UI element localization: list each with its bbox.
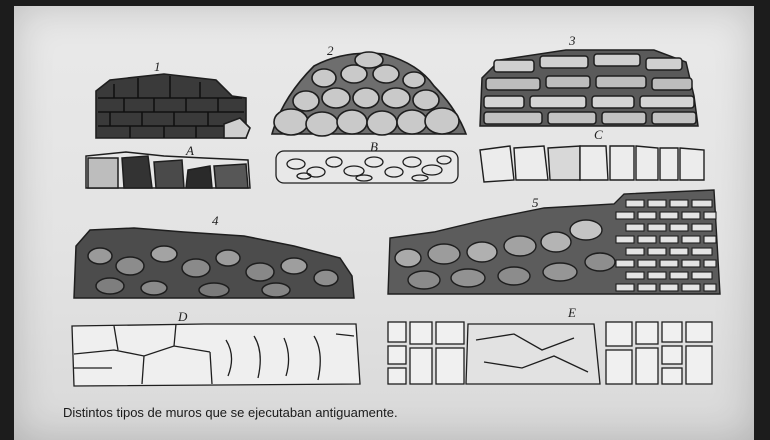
section-label-c: C — [594, 127, 603, 142]
wall-types-illustration — [71, 49, 721, 387]
wall-3-drawing — [479, 49, 699, 127]
wall-1-drawing — [95, 73, 251, 139]
book-page: 1 2 3 4 5 A B C D E Distintos tipos de m… — [14, 6, 754, 440]
wall-label-5: 5 — [532, 195, 539, 210]
section-label-d: D — [178, 309, 188, 324]
section-d-drawing — [71, 323, 361, 387]
section-label-b: B — [370, 139, 378, 154]
wall-5-drawing — [387, 189, 721, 295]
wall-label-4: 4 — [212, 213, 219, 228]
wall-2-drawing — [270, 51, 468, 137]
wall-label-1: 1 — [154, 59, 161, 74]
section-label-a: A — [186, 143, 194, 158]
section-label-e: E — [568, 305, 576, 320]
figure-caption: Distintos tipos de muros que se ejecutab… — [63, 405, 398, 420]
section-c-drawing — [479, 145, 705, 183]
section-a-drawing — [85, 151, 251, 189]
wall-label-3: 3 — [569, 33, 576, 48]
section-e-drawing — [387, 321, 713, 385]
wall-4-drawing — [73, 227, 355, 299]
section-b-drawing — [275, 150, 459, 184]
wall-label-2: 2 — [327, 43, 334, 58]
